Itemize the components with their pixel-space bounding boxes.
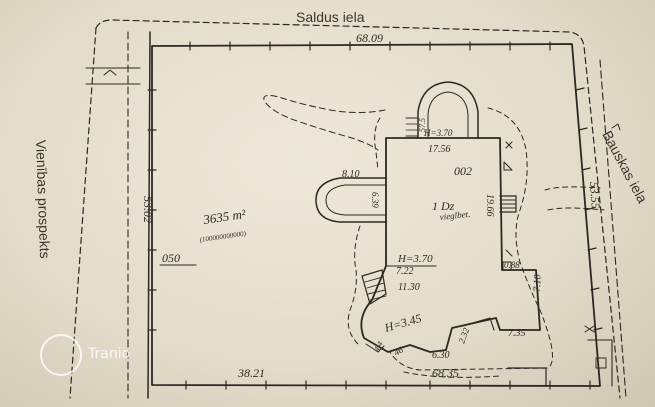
dim-h2: H=3.70: [397, 253, 433, 265]
building-number: 002: [454, 164, 472, 178]
dim-7-22: 7.22: [396, 266, 414, 277]
dim-4-4: 4.4: [372, 340, 385, 353]
parcel-number: 050: [162, 251, 180, 265]
street-name-east: Bauskas iela: [599, 128, 650, 206]
dim-stair-top: 8.10: [342, 169, 360, 180]
dim-6-39: 6.39: [370, 192, 380, 208]
tranio-logo-icon: [40, 334, 82, 376]
building-label: 1 Dz: [432, 199, 455, 213]
dim-north-edge: 68.09: [356, 31, 383, 45]
dim-6-30: 6.30: [432, 350, 450, 361]
street-name-west: Vienības prospekts: [33, 140, 53, 259]
dim-0-88: 0.88: [504, 260, 520, 270]
dim-south-right: 68.35: [432, 366, 459, 380]
watermark: Tranio: [88, 346, 131, 362]
dashed-boundary: [95, 19, 621, 399]
parcel-boundary: [151, 43, 601, 387]
dim-2-32: 2.32: [456, 326, 471, 345]
building-sublabel: vieglbet.: [439, 209, 471, 222]
dim-h3: H=3.45: [382, 311, 423, 335]
dim-17-56: 17.56: [428, 144, 451, 155]
dim-19-66: 19.66: [484, 194, 495, 217]
dim-h1: H=3.70: [423, 128, 453, 138]
street-name-north: Saldus iela: [296, 9, 365, 25]
parcel-area: 3635 m²: [201, 206, 247, 227]
dim-east-edge: 53.55: [587, 181, 603, 209]
dashed-boundary-west: [69, 27, 97, 399]
dim-11-30: 11.30: [398, 282, 420, 293]
dim-7-35: 7.35: [508, 328, 526, 339]
dim-south-left: 38.21: [237, 366, 265, 380]
dim-west-edge: 53.02: [141, 196, 155, 223]
parcel-code: (100000000000): [199, 229, 247, 244]
building-outline: [360, 137, 541, 353]
dim-57: 57.5: [418, 118, 427, 132]
dim-7-10: 7.10: [532, 274, 544, 292]
